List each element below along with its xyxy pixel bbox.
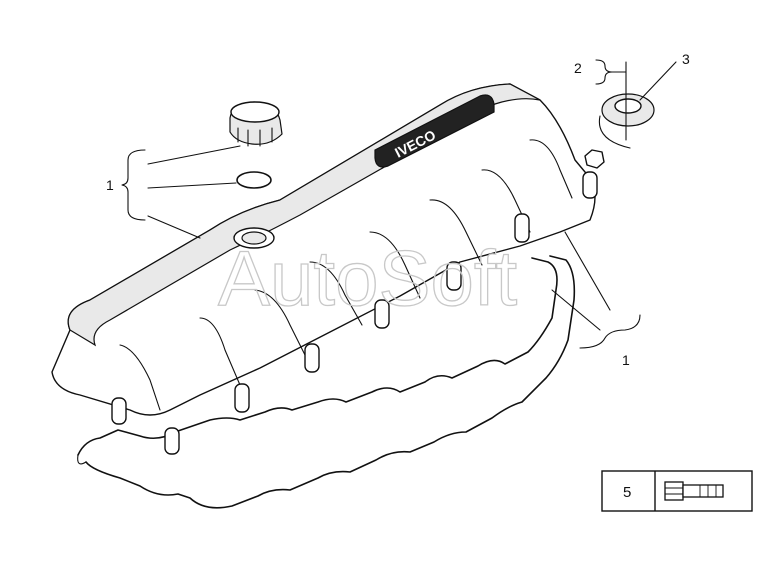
bolt-quantity-box: 5 — [601, 470, 753, 512]
o-ring — [236, 171, 272, 189]
oil-filler-cap — [229, 101, 283, 147]
callout-2: 2 — [574, 60, 582, 76]
callout-3: 3 — [682, 51, 690, 67]
callout-1-right: 1 — [622, 352, 630, 368]
leader-lines — [121, 59, 677, 349]
hex-nut — [584, 149, 605, 169]
valve-cover: IVECO — [51, 83, 598, 455]
bolt-bosses — [111, 171, 598, 455]
washer-seal — [601, 93, 655, 127]
watermark: AutoSoft — [218, 234, 518, 322]
callout-1-left: 1 — [106, 177, 114, 193]
cover-gasket — [77, 255, 576, 509]
bolt-icon — [664, 481, 724, 501]
bolt-quantity: 5 — [623, 484, 631, 501]
